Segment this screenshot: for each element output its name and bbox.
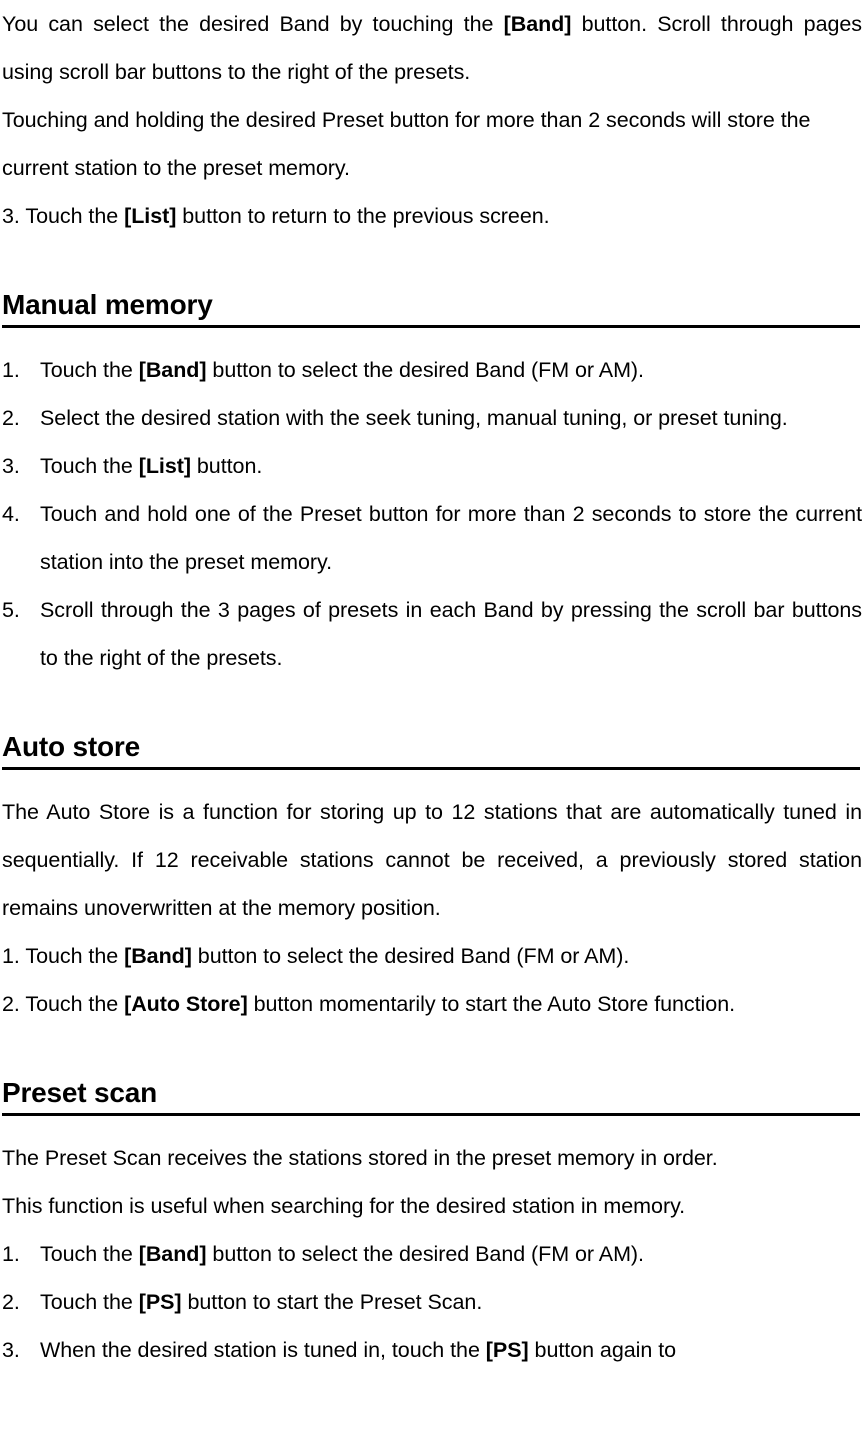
section-spacer xyxy=(2,1028,862,1076)
list-text-a: Touch the xyxy=(40,358,139,382)
section-heading-auto-store: Auto store xyxy=(2,730,860,770)
list-item: 4. Touch and hold one of the Preset butt… xyxy=(2,490,862,586)
list-item: 5. Scroll through the 3 pages of presets… xyxy=(2,586,862,682)
list-item: 2. Select the desired station with the s… xyxy=(2,394,862,442)
auto-store-step-1: 1. Touch the [Band] button to select the… xyxy=(2,932,862,980)
step2-text-a: 2. Touch the xyxy=(2,992,125,1016)
list-item-text: Touch the [PS] button to start the Prese… xyxy=(40,1278,862,1326)
list-button-ref: [List] xyxy=(124,204,177,228)
manual-memory-list: 1. Touch the [Band] button to select the… xyxy=(2,346,862,682)
preset-scan-body-2: This function is useful when searching f… xyxy=(2,1194,686,1218)
step1-text-c: button to select the desired Band (FM or… xyxy=(191,944,630,968)
step2-text-c: button momentarily to start the Auto Sto… xyxy=(247,992,736,1016)
step1-text-a: 1. Touch the xyxy=(2,944,125,968)
intro-paragraph-1: You can select the desired Band by touch… xyxy=(2,0,862,96)
list-marker: 4. xyxy=(2,502,20,526)
list-button-ref: [List] xyxy=(138,454,191,478)
list-text-c: button. xyxy=(190,454,263,478)
intro-p3-part-a: 3. Touch the xyxy=(2,204,125,228)
list-item-text: When the desired station is tuned in, to… xyxy=(40,1326,862,1374)
list-marker: 2. xyxy=(2,406,20,430)
section-spacer xyxy=(2,682,862,730)
list-text-a: Touch the xyxy=(40,1242,139,1266)
list-marker: 1. xyxy=(2,358,20,382)
preset-scan-body-1: The Preset Scan receives the stations st… xyxy=(2,1146,718,1170)
heading-spacer xyxy=(2,770,862,788)
list-text-c: button to start the Preset Scan. xyxy=(181,1290,483,1314)
list-item-text: Select the desired station with the seek… xyxy=(40,406,788,430)
list-marker: 3. xyxy=(2,454,20,478)
intro-paragraph-2: Touching and holding the desired Preset … xyxy=(2,108,811,180)
intro-p1-part-a: You can select the desired Band by touch… xyxy=(2,12,504,36)
auto-store-button-ref: [Auto Store] xyxy=(124,992,248,1016)
section-spacer xyxy=(2,240,862,288)
list-marker: 1. xyxy=(2,1242,20,1266)
ps-button-ref: [PS] xyxy=(485,1338,529,1362)
list-marker: 5. xyxy=(2,598,20,622)
list-text-c: button to select the desired Band (FM or… xyxy=(206,358,644,382)
list-item-text: Touch the [Band] button to select the de… xyxy=(40,1230,862,1278)
list-item: 1. Touch the [Band] button to select the… xyxy=(2,346,862,394)
band-button-ref: [Band] xyxy=(138,358,207,382)
intro-p3-part-c: button to return to the previous screen. xyxy=(176,204,550,228)
list-text-a: Touch the xyxy=(40,454,139,478)
preset-scan-list: 1. Touch the [Band] button to select the… xyxy=(2,1230,862,1374)
ps-button-ref: [PS] xyxy=(138,1290,182,1314)
list-text-c: button to select the desired Band (FM or… xyxy=(206,1242,644,1266)
list-item: 3. When the desired station is tuned in,… xyxy=(2,1326,862,1374)
intro-p1-part-c: button. Scroll through pages using scrol… xyxy=(2,12,863,84)
list-marker: 3. xyxy=(2,1338,20,1362)
list-item: 3. Touch the [List] button. xyxy=(2,442,862,490)
list-item-text: Touch the [Band] button to select the de… xyxy=(40,346,862,394)
list-item: 1. Touch the [Band] button to select the… xyxy=(2,1230,862,1278)
intro-paragraph-3: 3. Touch the [List] button to return to … xyxy=(2,192,862,240)
heading-spacer xyxy=(2,328,862,346)
list-item: 2. Touch the [PS] button to start the Pr… xyxy=(2,1278,862,1326)
list-item-text: Scroll through the 3 pages of presets in… xyxy=(40,598,862,670)
list-item-text: Touch and hold one of the Preset button … xyxy=(40,502,862,574)
heading-spacer xyxy=(2,1116,862,1134)
page-content: You can select the desired Band by touch… xyxy=(2,0,862,1374)
list-text-c: button again to xyxy=(528,1338,677,1362)
section-heading-preset-scan: Preset scan xyxy=(2,1076,860,1116)
list-marker: 2. xyxy=(2,1290,20,1314)
auto-store-step-2: 2. Touch the [Auto Store] button momenta… xyxy=(2,980,862,1028)
list-text-a: Touch the xyxy=(40,1290,139,1314)
band-button-ref: [Band] xyxy=(124,944,192,968)
band-button-ref: [Band] xyxy=(138,1242,207,1266)
list-item-text: Touch the [List] button. xyxy=(40,442,862,490)
auto-store-body: The Auto Store is a function for storing… xyxy=(2,800,862,920)
section-heading-manual-memory: Manual memory xyxy=(2,288,860,328)
band-button-ref: [Band] xyxy=(503,12,572,36)
list-text-a: When the desired station is tuned in, to… xyxy=(40,1338,486,1362)
